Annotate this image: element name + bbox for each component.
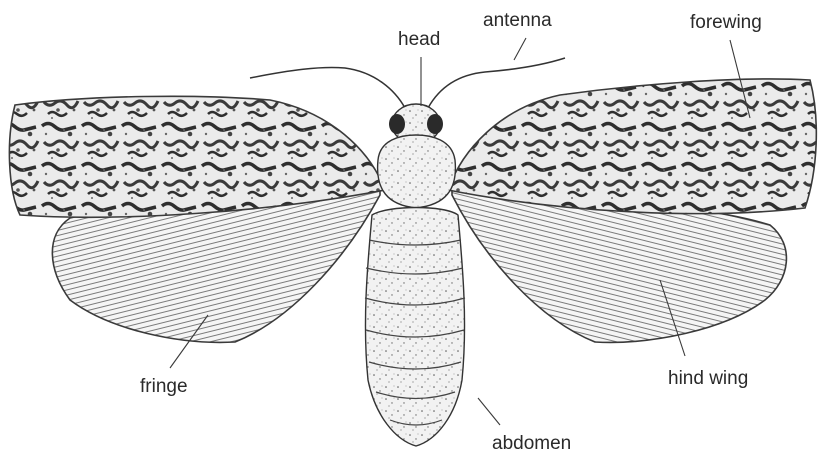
moth-thorax [378,135,456,208]
moth-abdomen [365,208,464,447]
label-hind-wing: hind wing [668,368,748,389]
right-eye [427,114,443,134]
label-abdomen: abdomen [492,433,571,454]
label-antenna: antenna [483,10,552,31]
label-forewing: forewing [690,12,762,33]
antenna-leader-line [514,38,526,60]
left-eye [389,114,405,134]
label-fringe: fringe [140,376,188,397]
left-forewing [9,96,385,217]
label-head: head [398,29,440,50]
abdomen-leader-line [478,398,500,425]
right-forewing [448,79,816,214]
